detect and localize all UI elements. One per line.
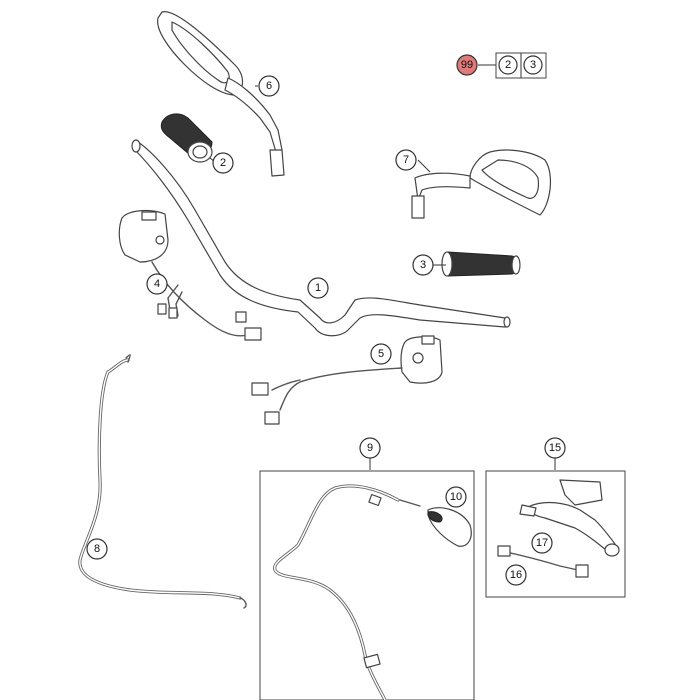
callout-17: 17 <box>531 532 553 554</box>
svg-text:5: 5 <box>378 348 384 360</box>
left-mirror-part <box>157 11 285 177</box>
svg-text:7: 7 <box>403 154 409 166</box>
handlebar-part <box>131 139 511 337</box>
kit-reference: 99 2 3 <box>456 52 547 79</box>
svg-text:3: 3 <box>420 259 426 271</box>
callout-7: 7 <box>395 149 417 171</box>
callout-15: 15 <box>544 437 566 459</box>
right-mirror-part <box>411 149 552 219</box>
svg-text:17: 17 <box>536 537 548 549</box>
callout-16: 16 <box>505 564 527 586</box>
svg-text:9: 9 <box>367 442 373 454</box>
kit-item-2: 2 <box>498 55 518 75</box>
callout-10: 10 <box>445 486 467 508</box>
svg-text:6: 6 <box>266 80 272 92</box>
callout-99: 99 <box>456 54 478 76</box>
callout-2: 2 <box>212 152 234 174</box>
svg-text:4: 4 <box>154 278 160 290</box>
right-switch-part <box>251 335 443 425</box>
callout-3: 3 <box>412 254 434 276</box>
svg-text:2: 2 <box>220 157 226 169</box>
svg-text:99: 99 <box>461 59 473 71</box>
callout-4: 4 <box>146 273 168 295</box>
svg-text:8: 8 <box>94 543 100 555</box>
svg-text:1: 1 <box>315 282 321 294</box>
callout-8: 8 <box>86 538 108 560</box>
svg-text:2: 2 <box>505 59 511 71</box>
svg-text:10: 10 <box>450 491 462 503</box>
callout-9: 9 <box>359 437 381 459</box>
left-grip-part <box>160 113 213 163</box>
callout-1: 1 <box>307 277 329 299</box>
clutch-cable-part <box>78 354 247 609</box>
left-switch-part <box>118 209 262 341</box>
svg-text:15: 15 <box>549 442 561 454</box>
right-grip-part <box>441 251 521 277</box>
clutch-lever-group <box>485 470 626 598</box>
callout-6: 6 <box>258 75 280 97</box>
svg-text:16: 16 <box>510 569 522 581</box>
svg-text:3: 3 <box>530 59 536 71</box>
kit-item-3: 3 <box>523 55 543 75</box>
callout-5: 5 <box>370 343 392 365</box>
throttle-cable-group <box>259 470 475 700</box>
